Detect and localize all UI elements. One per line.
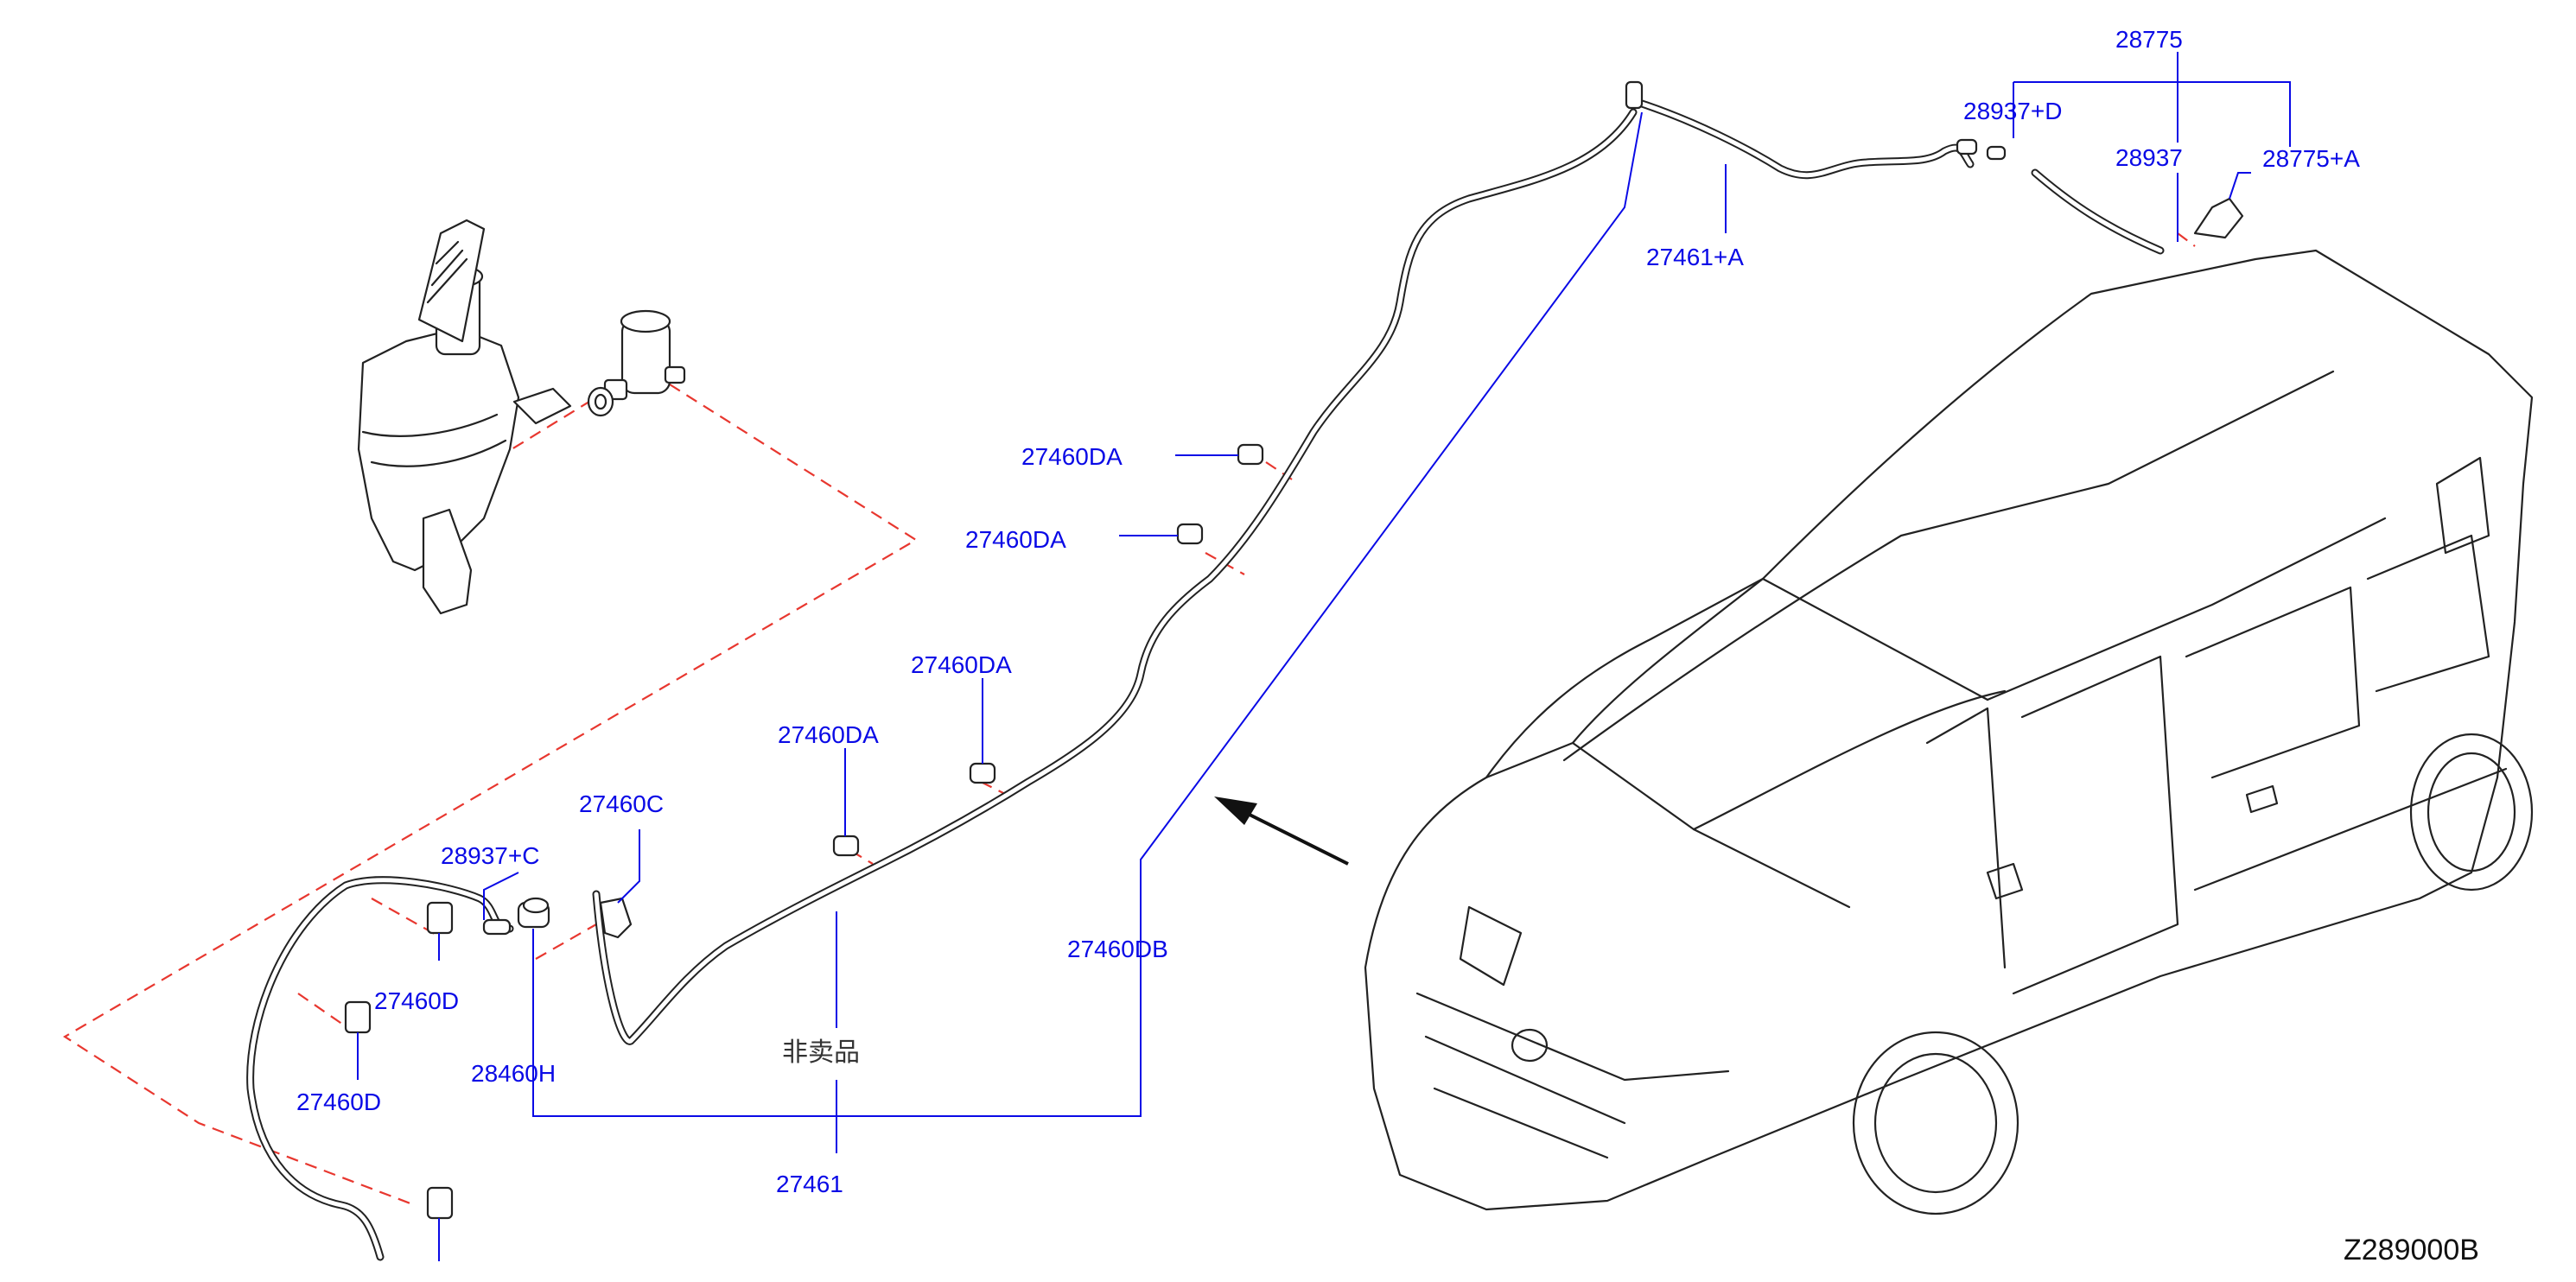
part-labels: 28775 28937+D 28937 28775+A 27461+A 2746… bbox=[296, 26, 2360, 1197]
label-27461-A[interactable]: 27461+A bbox=[1646, 244, 1744, 270]
label-28775[interactable]: 28775 bbox=[2115, 26, 2183, 53]
label-28460H[interactable]: 28460H bbox=[471, 1060, 556, 1087]
vehicle-outline bbox=[1364, 249, 2534, 1215]
washer-reservoir-tank[interactable] bbox=[357, 219, 572, 615]
washer-hose-28460H[interactable] bbox=[246, 876, 514, 1261]
view-direction-arrow bbox=[1214, 796, 1349, 866]
label-27460C[interactable]: 27460C bbox=[579, 790, 664, 817]
label-28937-D[interactable]: 28937+D bbox=[1963, 98, 2062, 124]
clip-27460DA-3[interactable] bbox=[969, 762, 996, 784]
connector-top[interactable] bbox=[1625, 80, 1644, 110]
non-sale-label: 非卖品 bbox=[782, 1038, 860, 1068]
washer-hose-27461-A[interactable] bbox=[1638, 99, 1975, 180]
clip-27460DA-4[interactable] bbox=[832, 835, 860, 857]
label-28937[interactable]: 28937 bbox=[2115, 144, 2183, 171]
diagram-code: Z289000B bbox=[2344, 1234, 2479, 1266]
valve-28460H-body[interactable] bbox=[517, 897, 550, 929]
clip-27460D-2[interactable] bbox=[344, 1000, 372, 1034]
label-27460D-1[interactable]: 27460D bbox=[374, 987, 459, 1014]
clip-27460C[interactable] bbox=[599, 897, 633, 939]
label-27461[interactable]: 27461 bbox=[776, 1171, 843, 1197]
connector-28937-C[interactable] bbox=[482, 918, 512, 936]
clip-27460D-3[interactable] bbox=[426, 1186, 454, 1220]
label-28775-A[interactable]: 28775+A bbox=[2262, 145, 2360, 172]
clip-27460D-1[interactable] bbox=[426, 901, 454, 935]
washer-hose-28937[interactable] bbox=[2031, 168, 2165, 255]
clip-27460DA-2[interactable] bbox=[1176, 523, 1204, 545]
washer-pump[interactable] bbox=[603, 309, 686, 401]
pump-grommet[interactable] bbox=[587, 386, 614, 417]
label-27460DA-1[interactable]: 27460DA bbox=[1021, 443, 1123, 470]
label-27460DA-4[interactable]: 27460DA bbox=[778, 721, 879, 748]
rear-washer-nozzle-28775[interactable] bbox=[2193, 197, 2244, 239]
leader-lines bbox=[357, 52, 2291, 1261]
connector-28937-D[interactable] bbox=[1956, 138, 2007, 161]
label-27460DA-3[interactable]: 27460DA bbox=[911, 651, 1012, 678]
label-27460DA-2[interactable]: 27460DA bbox=[965, 526, 1066, 553]
label-27460D-2[interactable]: 27460D bbox=[296, 1088, 381, 1115]
washer-hose-27461[interactable] bbox=[592, 108, 1638, 1045]
clip-27460DA-1[interactable] bbox=[1237, 443, 1264, 466]
label-28937-C[interactable]: 28937+C bbox=[441, 842, 539, 869]
label-27460DB[interactable]: 27460DB bbox=[1067, 936, 1168, 962]
